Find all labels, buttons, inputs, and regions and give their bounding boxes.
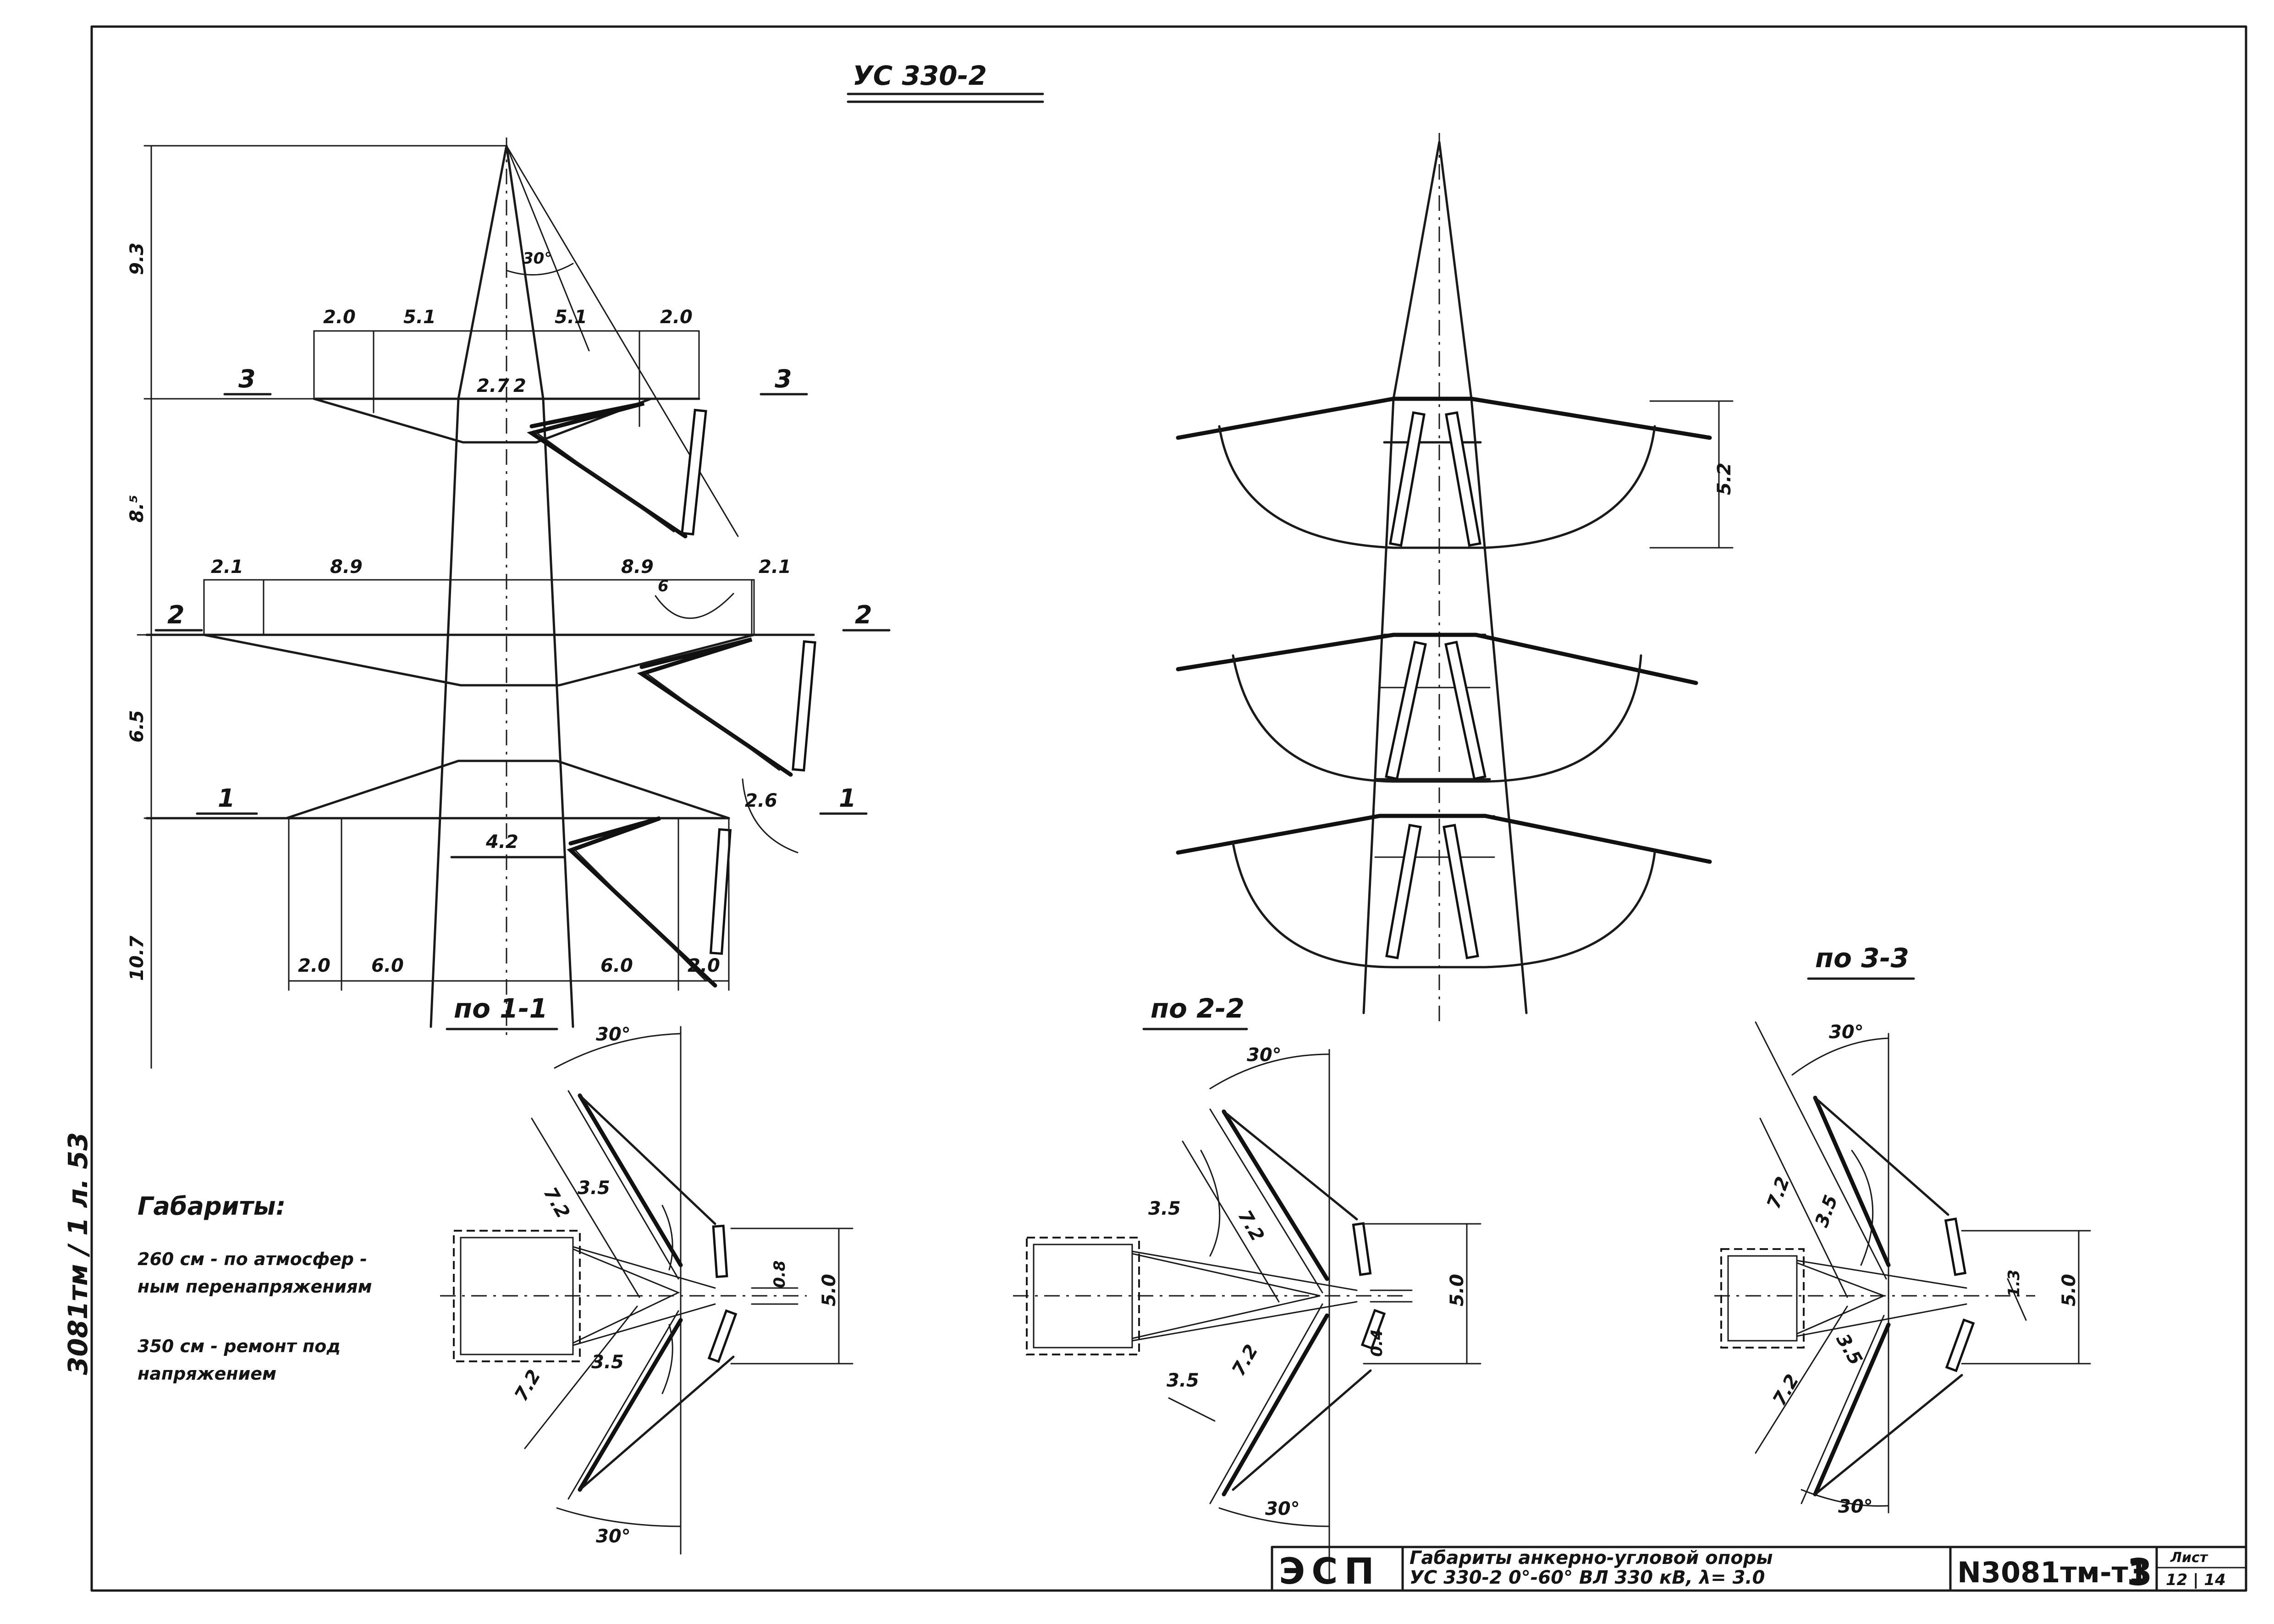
caption-line-1: Габариты анкерно-угловой опоры [1410, 1547, 1773, 1569]
svg-text:30°: 30° [596, 1526, 631, 1547]
svg-text:3.5: 3.5 [1148, 1198, 1181, 1219]
sheet-label: Лист [2170, 1550, 2208, 1566]
svg-text:7.2: 7.2 [511, 1366, 545, 1405]
svg-text:3.5: 3.5 [591, 1352, 624, 1373]
svg-text:7.2: 7.2 [1233, 1206, 1268, 1245]
sheet-numbers: 12 | 14 [2166, 1571, 2226, 1589]
section-1-1: по 1-1 30° 30° 5.0 0.8 7.2 3.5 7.2 3.5 [440, 993, 853, 1555]
svg-text:2.1: 2.1 [211, 556, 243, 578]
svg-text:2.6: 2.6 [745, 790, 777, 811]
org-stamp: ЭСП [1279, 1551, 1381, 1592]
svg-text:3: 3 [775, 364, 792, 393]
svg-text:350 см - ремонт под: 350 см - ремонт под [138, 1336, 341, 1356]
svg-text:2: 2 [513, 375, 526, 396]
side-view: 30° 9.3 8.⁵ 6.5 10.7 2.0 5.1 5.1 2.0 2.7… [127, 138, 891, 1069]
margin-note: 3081тм / 1 л. 53 [62, 1132, 94, 1375]
svg-text:0.4: 0.4 [1368, 1329, 1386, 1357]
svg-text:5.1: 5.1 [403, 307, 436, 328]
svg-text:1.3: 1.3 [2005, 1270, 2023, 1297]
sheet-frame [90, 25, 2247, 1592]
svg-text:5.0: 5.0 [1447, 1274, 1468, 1306]
svg-text:8.⁵: 8.⁵ [127, 495, 148, 523]
svg-text:ным перенапряжениям: ным перенапряжениям [138, 1277, 372, 1297]
tower-body [429, 144, 574, 1028]
svg-text:2.1: 2.1 [759, 556, 791, 578]
svg-text:4.2: 4.2 [485, 831, 518, 853]
svg-text:30°: 30° [1829, 1022, 1864, 1043]
svg-text:2.0: 2.0 [323, 307, 356, 328]
svg-text:напряжением: напряжением [138, 1364, 276, 1384]
svg-text:2.0: 2.0 [688, 955, 720, 976]
svg-text:10.7: 10.7 [127, 936, 148, 981]
notes-heading: Габариты: [138, 1192, 286, 1221]
svg-text:8.9: 8.9 [621, 556, 654, 578]
sheet-part: 3 [2127, 1551, 2153, 1594]
svg-text:2: 2 [855, 600, 872, 629]
svg-text:30°: 30° [596, 1024, 631, 1045]
svg-text:7.2: 7.2 [539, 1184, 573, 1222]
section-2-2: по 2-2 30° 30° 5.0 0.4 7.2 3.5 7.2 3.5 [1013, 993, 1481, 1582]
caption-line-2: УС 330-2 0°-60° ВЛ 330 кВ, λ= 3.0 [1410, 1567, 1765, 1588]
svg-text:30°: 30° [1838, 1496, 1873, 1517]
svg-text:2.7: 2.7 [477, 375, 509, 396]
svg-text:7.2: 7.2 [1769, 1371, 1803, 1409]
svg-text:2: 2 [167, 600, 185, 629]
svg-text:3.5: 3.5 [1811, 1192, 1842, 1230]
title-block: ЭСП Габариты анкерно-угловой опоры УС 33… [1271, 1546, 2247, 1594]
svg-text:8.9: 8.9 [330, 556, 363, 578]
svg-text:1: 1 [839, 784, 856, 813]
svg-text:6.0: 6.0 [371, 955, 404, 976]
svg-text:7.2: 7.2 [1763, 1174, 1794, 1211]
svg-text:1: 1 [218, 784, 235, 813]
tower-square [1033, 1244, 1133, 1349]
svg-text:9.3: 9.3 [127, 242, 148, 275]
tower-square [1727, 1255, 1798, 1342]
svg-text:3.5: 3.5 [1167, 1370, 1199, 1391]
svg-text:3.5: 3.5 [578, 1178, 610, 1199]
svg-text:6.5: 6.5 [127, 710, 148, 743]
front-view: 5.2 [1176, 133, 1735, 1022]
svg-text:2.0: 2.0 [660, 307, 693, 328]
svg-text:5.0: 5.0 [819, 1274, 840, 1306]
svg-text:6: 6 [658, 577, 669, 595]
svg-text:260 см - по атмосфер -: 260 см - по атмосфер - [138, 1249, 367, 1269]
clearance-notes: Габариты: 260 см - по атмосфер - ным пер… [138, 1192, 372, 1384]
svg-text:6.0: 6.0 [600, 955, 633, 976]
svg-text:30°: 30° [523, 249, 552, 268]
svg-text:5.1: 5.1 [555, 307, 587, 328]
svg-text:7.2: 7.2 [1228, 1341, 1262, 1380]
section-3-3: по 3-3 30° 30° 5.0 1.3 7.2 3.5 7.2 3.5 [1714, 942, 2091, 1517]
svg-text:30°: 30° [1265, 1498, 1300, 1519]
svg-text:30°: 30° [1247, 1045, 1282, 1066]
svg-text:3: 3 [238, 364, 256, 393]
doc-number: N3081тм-т1 [1957, 1556, 2148, 1589]
svg-text:по 1-1: по 1-1 [454, 993, 548, 1024]
svg-text:2.0: 2.0 [298, 955, 330, 976]
svg-text:5.2: 5.2 [1714, 462, 1735, 495]
front-tower-body [1362, 141, 1528, 1014]
svg-text:0.8: 0.8 [771, 1261, 789, 1288]
svg-text:3.5: 3.5 [1832, 1330, 1866, 1369]
svg-text:5.0: 5.0 [2059, 1274, 2080, 1306]
svg-text:по 2-2: по 2-2 [1151, 993, 1244, 1024]
svg-text:по 3-3: по 3-3 [1815, 942, 1909, 974]
drawing-title: УС 330-2 [853, 60, 987, 91]
